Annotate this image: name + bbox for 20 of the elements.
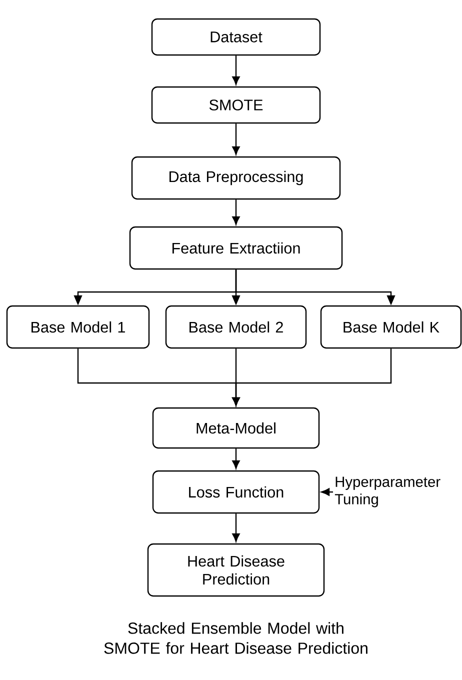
arrow (232, 124, 240, 155)
arrow (321, 488, 333, 496)
process-box: Base Model 2 (165, 305, 307, 349)
arrow (232, 56, 240, 85)
process-box: Base Model 1 (6, 305, 150, 349)
process-box: Loss Function (152, 470, 320, 514)
arrow (235, 270, 396, 306)
arrow (232, 514, 240, 542)
arrow (232, 448, 240, 469)
process-box: Meta-Model (152, 407, 320, 449)
side-note: Hyperparameter Tuning (334, 476, 440, 508)
arrow (232, 348, 392, 406)
process-box: SMOTE (151, 86, 321, 124)
process-box: Base Model K (320, 305, 462, 349)
process-box: Heart Disease Prediction (147, 543, 325, 597)
process-box: Data Preprocessing (131, 156, 341, 200)
arrow (232, 200, 240, 225)
caption: Stacked Ensemble Model with SMOTE for Heart Disease Prediction (104, 622, 368, 654)
process-box: Feature Extractiion (129, 226, 343, 270)
process-box: Dataset (151, 18, 321, 56)
